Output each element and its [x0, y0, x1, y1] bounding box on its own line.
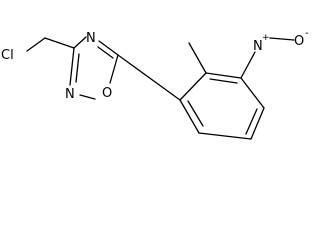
bond-ar5-ar6 [198, 132, 252, 140]
bond-cl-ch2 [26, 37, 46, 52]
bond-ar4-ar5-double [245, 108, 258, 135]
bond-ar2-ar3-double [209, 78, 238, 84]
atom-label-nitro-o: O [294, 34, 304, 49]
bond-o1-n2 [79, 94, 96, 100]
bond-nitro-o [269, 37, 295, 41]
bond-aryl-nitro [240, 51, 256, 79]
bond-c3-n4 [73, 36, 87, 49]
atom-label-ring-o: O [102, 86, 112, 101]
bond-n2-c3 [69, 47, 75, 86]
bond-n2-c3-double [75, 53, 80, 83]
bond-ch2-c3 [44, 37, 75, 49]
bond-n4-c5 [98, 40, 119, 56]
molecule-structure: Cl N N O N + O - [1, 28, 309, 140]
bond-ar3-ar4 [240, 77, 265, 109]
atom-label-ring-n-bottom: N [65, 87, 75, 102]
bond-ar2-ar3 [205, 72, 242, 79]
bond-c5-o1 [109, 54, 119, 84]
atom-label-nitro-plus: + [262, 33, 270, 43]
bond-ar6-ar1 [179, 99, 200, 134]
atom-label-ring-n-top: N [86, 31, 96, 46]
atom-label-nitro-n: N [253, 39, 263, 54]
bond-ar4-ar5 [250, 107, 265, 140]
bond-methyl [188, 42, 207, 74]
bond-ar6-ar1-double [187, 100, 204, 127]
atom-label-cl: Cl [1, 48, 14, 63]
atom-label-nitro-minus: - [305, 28, 309, 39]
bond-ar1-ar2 [179, 72, 207, 101]
bond-n4-c5-double [97, 46, 114, 59]
bond-c5-aryl [117, 54, 181, 101]
